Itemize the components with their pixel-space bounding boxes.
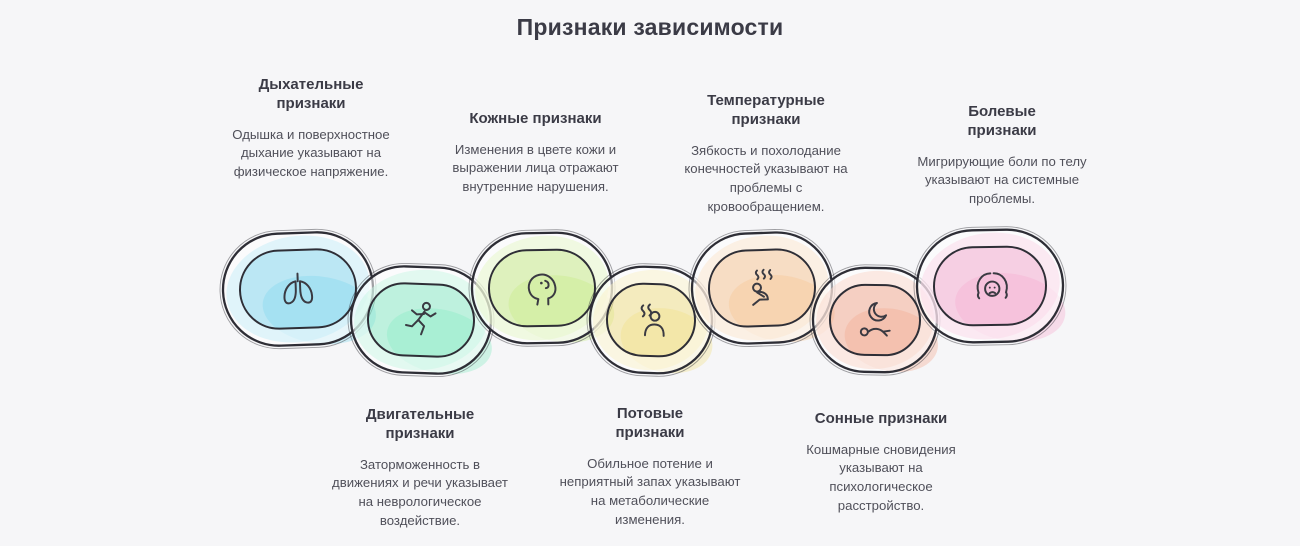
- item-title: Сонные признаки: [814, 410, 948, 427]
- item-description: Зябкость и похолодание конечностей указы…: [684, 142, 848, 214]
- item-sweat: Потовые признаки Обильное потение и непр…: [558, 405, 742, 529]
- face-profile-icon: [527, 273, 557, 306]
- item-description: Кошмарные сновидения указывают на психол…: [806, 441, 956, 513]
- color-wash: [920, 232, 1060, 340]
- chain-link-motor: [347, 262, 495, 378]
- item-description: Заторможенность в движениях и речи указы…: [332, 456, 508, 528]
- item-title: Двигательные признаки: [365, 406, 475, 442]
- color-wash: [475, 235, 609, 341]
- lungs-icon: [283, 272, 314, 305]
- chain-link-respiratory: [219, 228, 377, 350]
- color-wash: [226, 235, 370, 343]
- chain-link-skin: [468, 229, 616, 347]
- item-title: Потовые признаки: [615, 405, 685, 441]
- chain-link-pain: [913, 226, 1067, 346]
- page-title: Признаки зависимости: [516, 14, 784, 40]
- chain-link-sweat: [586, 263, 716, 377]
- item-skin: Кожные признаки Изменения в цвете кожи и…: [448, 110, 623, 197]
- color-wash: [816, 270, 934, 370]
- item-sleep: Сонные признаки Кошмарные сновидения ука…: [788, 410, 974, 516]
- item-title: Кожные признаки: [469, 110, 602, 127]
- item-title: Температурные признаки: [707, 92, 825, 128]
- sleep-moon-icon: [859, 301, 891, 337]
- shivering-person-icon: [752, 268, 773, 306]
- item-title: Дыхательные признаки: [258, 76, 364, 112]
- item-motor: Двигательные признаки Заторможенность в …: [330, 406, 510, 530]
- chain-link-sleep: [809, 264, 941, 376]
- color-wash: [695, 235, 829, 341]
- item-description: Изменения в цвете кожи и выражении лица …: [452, 141, 619, 195]
- item-temperature: Температурные признаки Зябкость и похоло…: [675, 92, 857, 216]
- item-respiratory: Дыхательные признаки Одышка и поверхност…: [222, 76, 400, 182]
- chain-link-temperature: [688, 229, 836, 347]
- item-description: Мигрирующие боли по телу указывают на си…: [917, 153, 1087, 206]
- item-title: Болевые признаки: [967, 103, 1037, 139]
- running-person-icon: [404, 301, 437, 336]
- color-wash: [593, 269, 709, 371]
- item-description: Обильное потение и неприятный запах указ…: [559, 455, 741, 527]
- sweating-person-icon: [640, 303, 665, 337]
- item-description: Одышка и поверхностное дыхание указывают…: [232, 126, 390, 179]
- headache-icon: [976, 272, 1008, 300]
- color-wash: [354, 269, 488, 371]
- item-pain: Болевые признаки Мигрирующие боли по тел…: [912, 103, 1092, 209]
